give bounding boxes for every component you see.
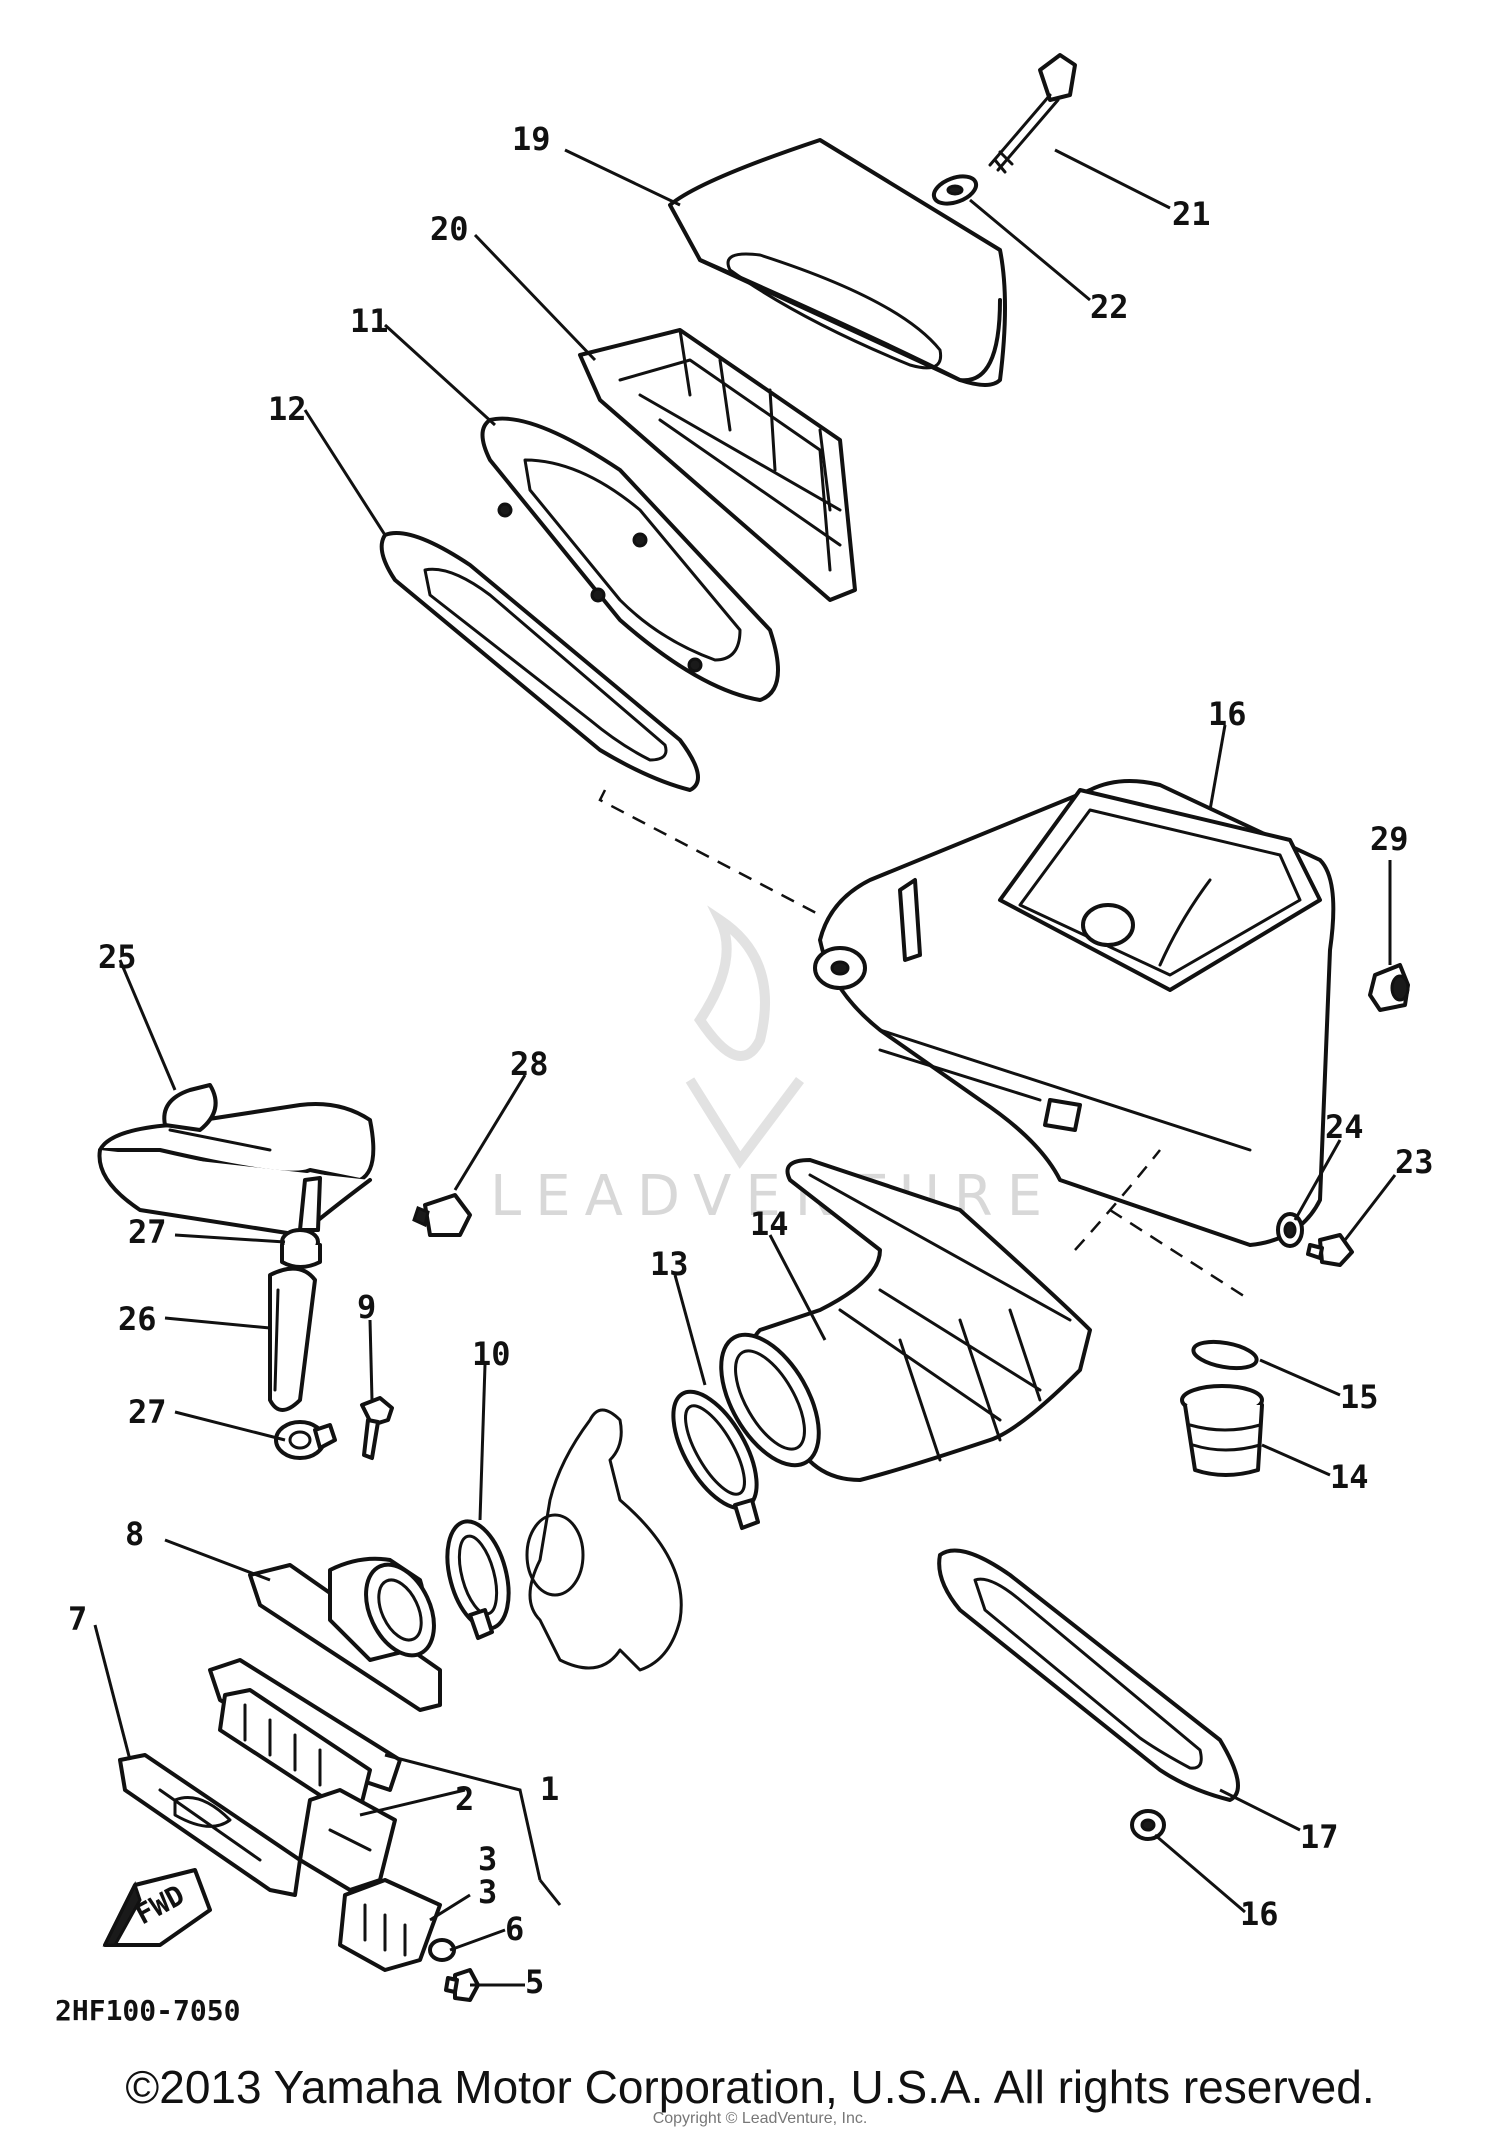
callout-14: 14: [1330, 1458, 1369, 1496]
part-hose-26: [268, 1266, 317, 1412]
part-carburetor-joint: [248, 1556, 442, 1712]
part-cap-14: [1180, 1384, 1264, 1477]
callout-12: 11: [350, 302, 389, 340]
callout-16-lower: 16: [1240, 1895, 1279, 1933]
callout-1: 1: [540, 1770, 559, 1808]
callout-10: 13: [650, 1245, 689, 1283]
part-reed-plate-2: [298, 1788, 397, 1892]
copyright-notice: ©2013 Yamaha Motor Corporation, U.S.A. A…: [125, 2061, 1375, 2113]
part-cover-17: [937, 1548, 1240, 1802]
callout-7: 8: [125, 1515, 144, 1553]
part-air-filter: [668, 138, 1007, 387]
part-valve-stopper-3: [338, 1878, 442, 1972]
callout-9: 10: [472, 1335, 511, 1373]
part-clamp-10: [671, 1389, 760, 1530]
part-nut-16: [1130, 1809, 1166, 1841]
part-seal-13: [379, 531, 700, 792]
callout-21: 21: [1172, 195, 1211, 233]
callouts: 19 20 11 12 21 22 16 29 25 28 27 26 27 9…: [55, 120, 1434, 2027]
callout-4: 5: [525, 1963, 544, 2001]
callout-22: 22: [1090, 288, 1129, 326]
part-clamp-9: [445, 1519, 511, 1640]
callout-27-upper: 27: [128, 1213, 167, 1251]
part-clamp-27-lower: [274, 1420, 337, 1460]
callout-5: 6: [505, 1910, 524, 1948]
part-screw-23: [1306, 1233, 1354, 1267]
callout-11: 14: [750, 1205, 789, 1243]
part-screw-4: [444, 1968, 480, 2002]
callout-27-lower: 27: [128, 1393, 167, 1431]
part-reed-valve: [208, 1658, 402, 1812]
part-washer-24: [1276, 1212, 1304, 1248]
part-o-ring-15: [1191, 1339, 1259, 1371]
part-bolt-8: [360, 1396, 394, 1460]
callout-25: 25: [98, 938, 137, 976]
callout-13: 12: [268, 390, 307, 428]
part-plate-12: [480, 416, 780, 702]
part-gasket-6: [118, 1753, 302, 1897]
callout-20: 20: [430, 210, 469, 248]
callout-3: 3: [478, 1873, 497, 1911]
callout-3-upper: 3: [478, 1840, 497, 1878]
part-bolt-21: [988, 53, 1077, 174]
part-air-cleaner-joint: [719, 1158, 1092, 1482]
callout-24: 24: [1325, 1108, 1364, 1146]
callout-28: 28: [510, 1045, 549, 1083]
callout-16: 16: [1208, 695, 1247, 733]
carburetor-outline: [525, 1408, 683, 1672]
part-grommet-29: [1368, 963, 1410, 1012]
callout-23: 23: [1395, 1143, 1434, 1181]
part-bolt-28: [412, 1193, 472, 1237]
callout-8: 9: [357, 1288, 376, 1326]
callout-29: 29: [1370, 820, 1409, 858]
callout-17: 17: [1300, 1818, 1339, 1856]
callout-6: 7: [68, 1600, 87, 1638]
part-element-guide: [578, 328, 857, 602]
part-clamp-27-upper: [280, 1228, 322, 1269]
callout-26: 26: [118, 1300, 157, 1338]
copyright-subnote: Copyright © LeadVenture, Inc.: [652, 2110, 868, 2127]
callout-15: 15: [1340, 1378, 1379, 1416]
callout-2: 2: [455, 1780, 474, 1818]
fwd-direction-arrow: FWD: [102, 1868, 212, 1947]
callout-19: 19: [512, 120, 551, 158]
assembly-line-c: [1109, 1208, 1251, 1302]
part-air-cleaner-case: [813, 779, 1336, 1247]
assembly-line-a: [598, 789, 821, 917]
part-washer-22: [931, 174, 979, 206]
leader-lines: [93, 148, 1397, 1987]
part-code: 2HF100-7050: [55, 1994, 240, 2027]
